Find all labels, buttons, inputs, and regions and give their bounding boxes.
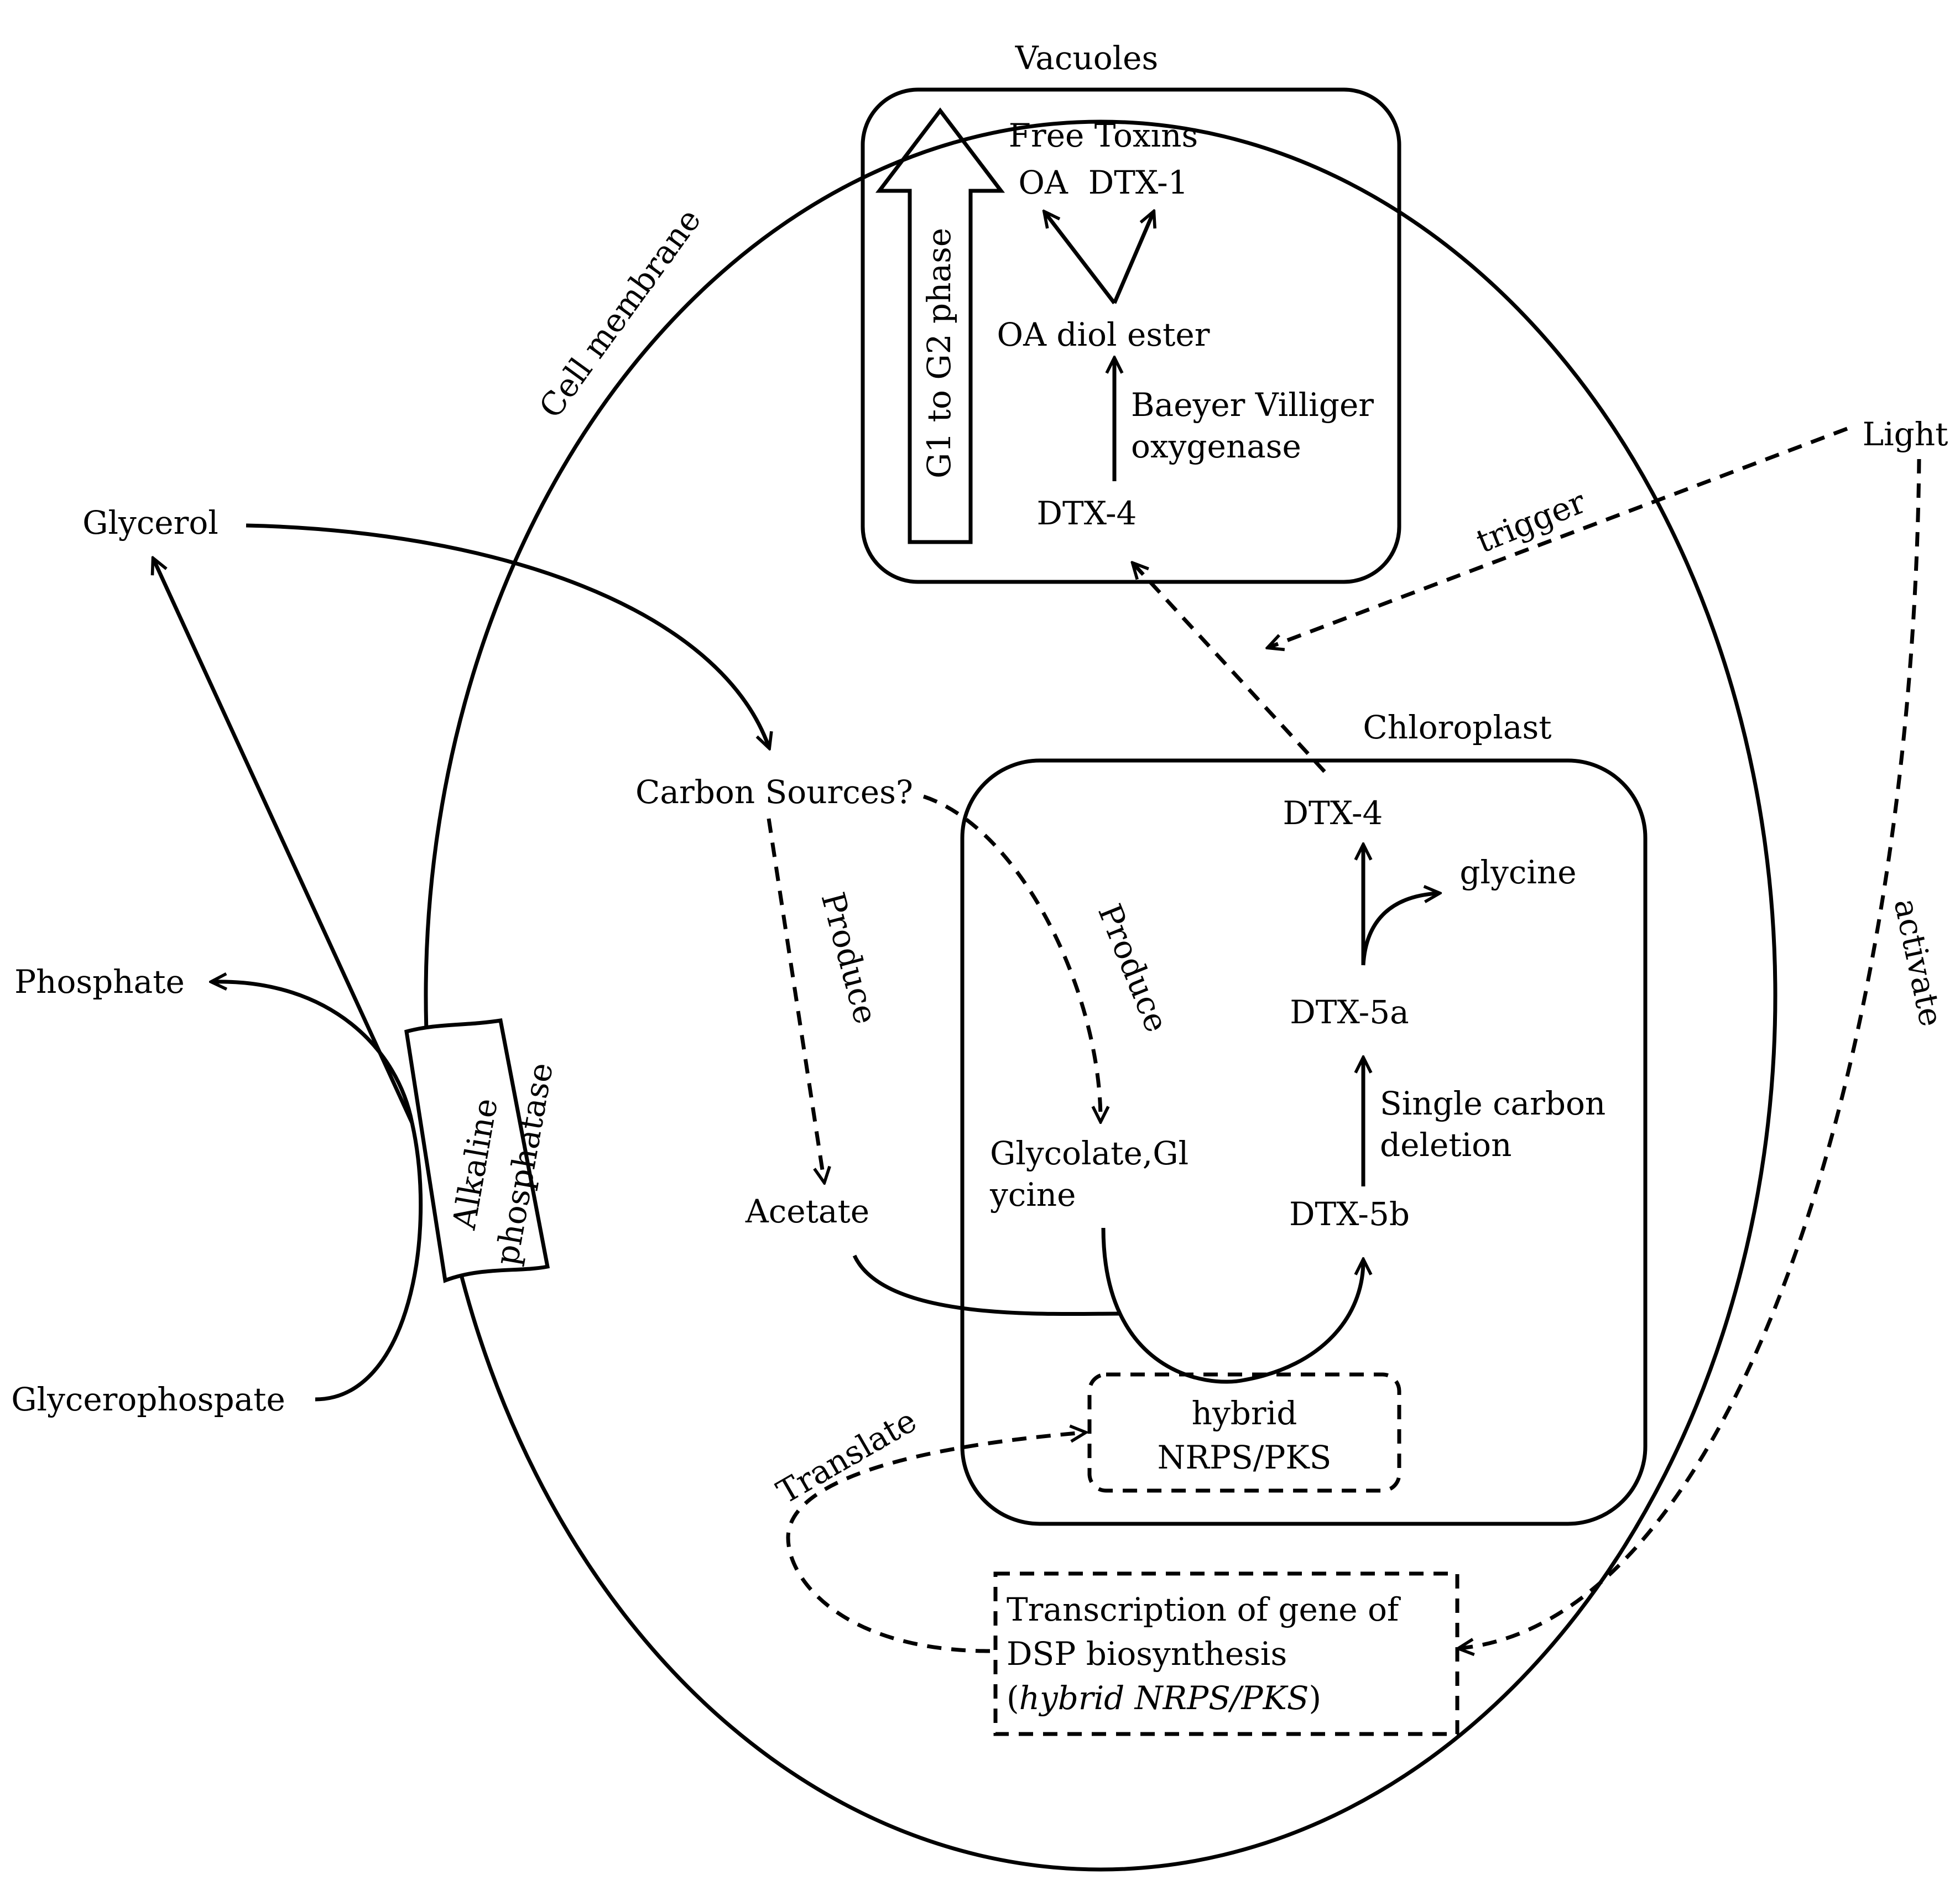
acetate-to-synthesis-line xyxy=(852,1254,1120,1316)
diol-to-dtx1-arrow xyxy=(1112,213,1153,304)
phosphate-label: Phosphate xyxy=(14,963,185,1001)
transcription-label-2: DSP biosynthesis xyxy=(1007,1635,1287,1673)
glycerol-to-carbon-arrow xyxy=(246,523,769,747)
light-activate-arrow xyxy=(1460,459,1921,1648)
transcription-label-3: (hybrid NRPS/PKS) xyxy=(1007,1679,1321,1717)
chloroplast-box xyxy=(960,758,1648,1526)
translate-arrow xyxy=(786,1433,1084,1653)
transcription-box xyxy=(993,1571,1459,1736)
trigger-label: trigger xyxy=(1471,483,1591,560)
chloroplast-dtx4-to-vacuole-arrow xyxy=(1134,564,1326,773)
free-toxins-label: Free Toxins xyxy=(1009,117,1198,154)
glycerophosphate-label: Glycerophospate xyxy=(11,1381,285,1418)
dtx4-chloroplast-label: DTX-4 xyxy=(1283,794,1383,832)
single-carbon-label-2: deletion xyxy=(1380,1126,1511,1164)
glycerol-label: Glycerol xyxy=(82,504,218,541)
vacuole-box xyxy=(861,87,1401,584)
glycolate-label-2: ycine xyxy=(989,1176,1076,1214)
cell-membrane-ellipse xyxy=(424,119,1777,1872)
dtx5a-label: DTX-5a xyxy=(1290,993,1409,1031)
hybrid-label-1: hybrid xyxy=(1192,1394,1297,1432)
carbon-to-glycolate-arrow xyxy=(922,794,1101,1120)
diol-to-oa-arrow xyxy=(1045,213,1116,305)
carbon-sources-label: Carbon Sources? xyxy=(635,773,913,811)
oa-diol-ester-label: OA diol ester xyxy=(997,316,1210,353)
chloroplast-label: Chloroplast xyxy=(1363,709,1551,746)
vacuoles-label: Vacuoles xyxy=(1015,39,1159,77)
transcription-label-1: Transcription of gene of xyxy=(1007,1591,1401,1628)
acetate-label: Acetate xyxy=(745,1193,869,1230)
dtx5b-label: DTX-5b xyxy=(1289,1195,1410,1233)
translate-label: Translate xyxy=(770,1402,923,1511)
transcription-gene-name: hybrid NRPS/PKS xyxy=(1019,1679,1309,1717)
glycolate-label-1: Glycolate,Gl xyxy=(990,1134,1188,1172)
light-trigger-arrow xyxy=(1269,426,1848,647)
activate-label: activate xyxy=(1886,895,1950,1030)
glycine-label: glycine xyxy=(1459,853,1576,891)
light-label: Light xyxy=(1863,415,1948,453)
alkaline-to-phosphate-arrow xyxy=(213,982,414,1123)
glycolate-to-dtx5b-arrow xyxy=(1101,1227,1363,1384)
carbon-to-acetate-arrow xyxy=(767,818,824,1181)
cell-membrane-label: Cell membrane xyxy=(531,201,708,425)
produce-right-label: Produce xyxy=(1091,899,1176,1038)
alkaline-to-glycerol-arrow xyxy=(154,560,414,1124)
oa-dtx1-label: OA DTX-1 xyxy=(1018,164,1188,201)
glycine-release-arrow xyxy=(1361,893,1438,966)
produce-left-label: Produce xyxy=(814,888,885,1028)
g1-g2-label: G1 to G2 phase xyxy=(920,228,958,478)
single-carbon-label-1: Single carbon xyxy=(1380,1085,1605,1122)
alkaline-phosphatase-scroll xyxy=(404,1018,550,1283)
bvmo-label-1: Baeyer Villiger xyxy=(1131,386,1374,424)
bvmo-label-2: oxygenase xyxy=(1131,428,1301,465)
hybrid-nrps-pks-box xyxy=(1087,1372,1401,1493)
glycerophosphate-to-alkaline-line xyxy=(315,1122,423,1402)
dtx4-vacuole-label: DTX-4 xyxy=(1037,494,1137,532)
hybrid-label-2: NRPS/PKS xyxy=(1158,1439,1332,1476)
g1-g2-block-arrow xyxy=(875,107,1005,544)
